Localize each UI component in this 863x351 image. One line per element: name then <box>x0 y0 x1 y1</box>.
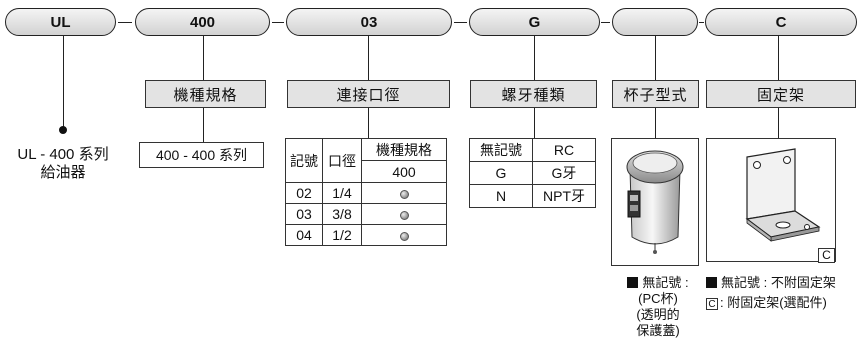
port-col-model-400: 400 <box>361 160 447 183</box>
connector-line <box>203 36 204 80</box>
header-model-spec: 機種規格 <box>145 80 266 108</box>
code-part-thread: G <box>469 8 600 36</box>
available-dot-icon <box>399 189 409 199</box>
availability-cell <box>361 203 447 225</box>
separator-dash <box>454 22 467 23</box>
connector-line <box>655 36 656 80</box>
bowl-note-line2: (PC杯) <box>638 291 678 306</box>
separator-dash <box>699 22 704 23</box>
port-code-cell: 02 <box>285 182 323 204</box>
code-part-port: 03 <box>286 8 452 36</box>
boxed-c-icon: C <box>706 298 718 310</box>
port-code-cell: 03 <box>285 203 323 225</box>
port-col-code: 記號 <box>285 138 323 183</box>
header-thread-type: 螺牙種類 <box>470 80 597 108</box>
bracket-note-line2: C: 附固定架(選配件) <box>706 295 863 311</box>
bowl-image-box <box>611 138 699 266</box>
port-size-cell: 3/8 <box>322 203 362 225</box>
separator-dash <box>272 22 284 23</box>
thread-code-cell: N <box>469 184 533 208</box>
connector-dot <box>59 126 67 134</box>
product-name: UL - 400 系列 給油器 <box>2 146 124 182</box>
connector-line <box>368 36 369 80</box>
header-bracket: 固定架 <box>706 80 856 108</box>
port-col-model: 機種規格 <box>361 138 447 161</box>
bowl-note: 無記號 : (PC杯) (透明的 保護蓋) <box>614 275 702 339</box>
bowl-note-line1: 無記號 : <box>614 275 702 291</box>
port-size-cell: 1/4 <box>322 182 362 204</box>
product-type: 給油器 <box>40 164 86 181</box>
separator-dash <box>118 22 132 23</box>
connector-line <box>778 36 779 80</box>
product-series: UL - 400 系列 <box>17 146 109 163</box>
availability-cell <box>361 224 447 246</box>
connector-line <box>534 36 535 80</box>
bracket-box-label: C <box>818 248 835 263</box>
availability-cell <box>361 182 447 204</box>
port-size-table: 記號 口徑 機種規格 400 02 1/4 03 3/8 04 1/2 <box>285 138 447 246</box>
connector-line <box>368 108 369 138</box>
separator-dash <box>601 22 610 23</box>
thread-type-table: 無記號 RC G G牙 N NPT牙 <box>469 138 596 208</box>
port-code-cell: 04 <box>285 224 323 246</box>
thread-code-cell: G <box>469 161 533 185</box>
header-port-size: 連接口徑 <box>287 80 450 108</box>
connector-line <box>63 36 64 128</box>
header-bowl-type: 杯子型式 <box>612 80 699 108</box>
connector-line <box>778 108 779 138</box>
bowl-note-code: 無記號 : <box>642 275 689 290</box>
bracket-illustration <box>745 148 821 242</box>
bowl-note-line4: 保護蓋) <box>636 323 680 338</box>
code-part-model: 400 <box>135 8 270 36</box>
thread-type-cell: G牙 <box>532 161 596 185</box>
thread-code-cell: 無記號 <box>469 138 533 162</box>
thread-type-cell: RC <box>532 138 596 162</box>
filled-square-icon <box>627 277 639 288</box>
code-part-series: UL <box>5 8 116 36</box>
available-dot-icon <box>399 210 409 220</box>
thread-type-cell: NPT牙 <box>532 184 596 208</box>
bracket-note: 無記號 : 不附固定架 C: 附固定架(選配件) <box>706 275 863 311</box>
table-row: 02 1/4 <box>285 182 447 204</box>
filled-square-icon <box>706 277 717 288</box>
bracket-image-box <box>706 138 836 262</box>
connector-line <box>203 108 204 142</box>
connector-line <box>655 108 656 138</box>
code-part-bowl <box>612 8 698 36</box>
code-part-bracket: C <box>705 8 857 36</box>
connector-line <box>534 108 535 138</box>
model-value-box: 400 - 400 系列 <box>139 142 264 168</box>
bracket-note-line1: 無記號 : 不附固定架 <box>706 275 863 291</box>
table-row: N NPT牙 <box>469 184 596 208</box>
table-row: 04 1/2 <box>285 224 447 246</box>
table-row: 03 3/8 <box>285 203 447 225</box>
table-row: 無記號 RC <box>469 138 596 162</box>
port-size-cell: 1/2 <box>322 224 362 246</box>
bowl-illustration <box>626 150 684 254</box>
bracket-note-text2: : 附固定架(選配件) <box>720 295 827 310</box>
bracket-note-text1: 無記號 : 不附固定架 <box>721 275 836 290</box>
bowl-note-line3: (透明的 <box>636 307 680 322</box>
port-col-port: 口徑 <box>322 138 362 183</box>
table-row: G G牙 <box>469 161 596 185</box>
available-dot-icon <box>399 231 409 241</box>
